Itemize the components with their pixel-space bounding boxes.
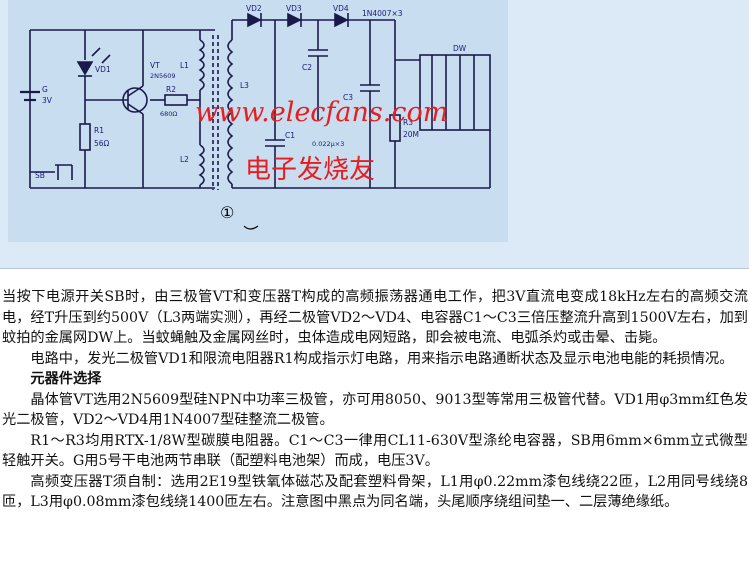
vd2-label: VD2 xyxy=(246,4,262,13)
diagram-panel xyxy=(8,0,508,242)
r1-label: R1 xyxy=(94,126,104,135)
article-paragraph-4: R1～R3均用RTX-1/8W型碳膜电阻器。C1～C3一律用CL11-630V型… xyxy=(2,432,748,470)
article-paragraph-1: 当按下电源开关SB时，由三极管VT和变压器T构成的高频振荡器通电工作，把3V直流… xyxy=(2,289,748,346)
r2-value-label: 680Ω xyxy=(160,110,177,118)
c2-label: C2 xyxy=(302,63,312,72)
circuit-schematic: G 3V VD1 R1 56Ω SB VT 2N5609 R2 680Ω L1 … xyxy=(8,0,508,242)
circuit-diagram: G 3V VD1 R1 56Ω SB VT 2N5609 R2 680Ω L1 … xyxy=(0,0,749,268)
circuit-wires xyxy=(20,12,491,190)
vt-model-label: 2N5609 xyxy=(150,72,176,80)
r3-label: R3 xyxy=(403,118,413,127)
battery-label: G xyxy=(42,85,48,94)
figure-number: ① xyxy=(220,203,234,222)
l1-label: L1 xyxy=(180,61,189,70)
l2-label: L2 xyxy=(180,155,189,164)
vd3-label: VD3 xyxy=(286,4,302,13)
r2-label: R2 xyxy=(166,85,176,94)
watermark-cn: 电子发烧友 xyxy=(245,155,375,185)
figure-divider xyxy=(0,268,749,269)
article-paragraph-3: 晶体管VT选用2N5609型硅NPN中功率三极管，亦可用8050、9013型等常… xyxy=(2,391,748,429)
article-body: 当按下电源开关SB时，由三极管VT和变压器T构成的高频振荡器通电工作，把3V直流… xyxy=(2,287,748,513)
r1-value-label: 56Ω xyxy=(94,139,110,148)
diode-model-label: 1N4007×3 xyxy=(362,9,403,18)
l3-label: L3 xyxy=(240,81,249,90)
r3-value-label: 20M xyxy=(403,130,419,139)
dw-label: DW xyxy=(453,44,467,53)
vd1-label: VD1 xyxy=(95,65,111,74)
article-paragraph-2: 电路中，发光二极管VD1和限流电阻器R1构成指示灯电路，用来指示电路通断状态及显… xyxy=(30,350,734,367)
switch-label: SB xyxy=(35,171,45,180)
vd4-label: VD4 xyxy=(333,4,349,13)
battery-voltage-label: 3V xyxy=(42,96,53,105)
watermark-url: www.elecfans.com xyxy=(195,97,448,128)
section-heading: 元器件选择 xyxy=(30,371,102,387)
c1-value-label: 0.022μ×3 xyxy=(312,140,344,148)
c3-label: C3 xyxy=(343,93,353,102)
vt-label: VT xyxy=(150,61,160,70)
figure-number-underline xyxy=(243,225,259,230)
article-paragraph-5: 高频变压器T须自制：选用2E19型铁氧体磁芯及配套塑料骨架，L1用φ0.22mm… xyxy=(2,473,748,511)
c1-label: C1 xyxy=(285,131,295,140)
